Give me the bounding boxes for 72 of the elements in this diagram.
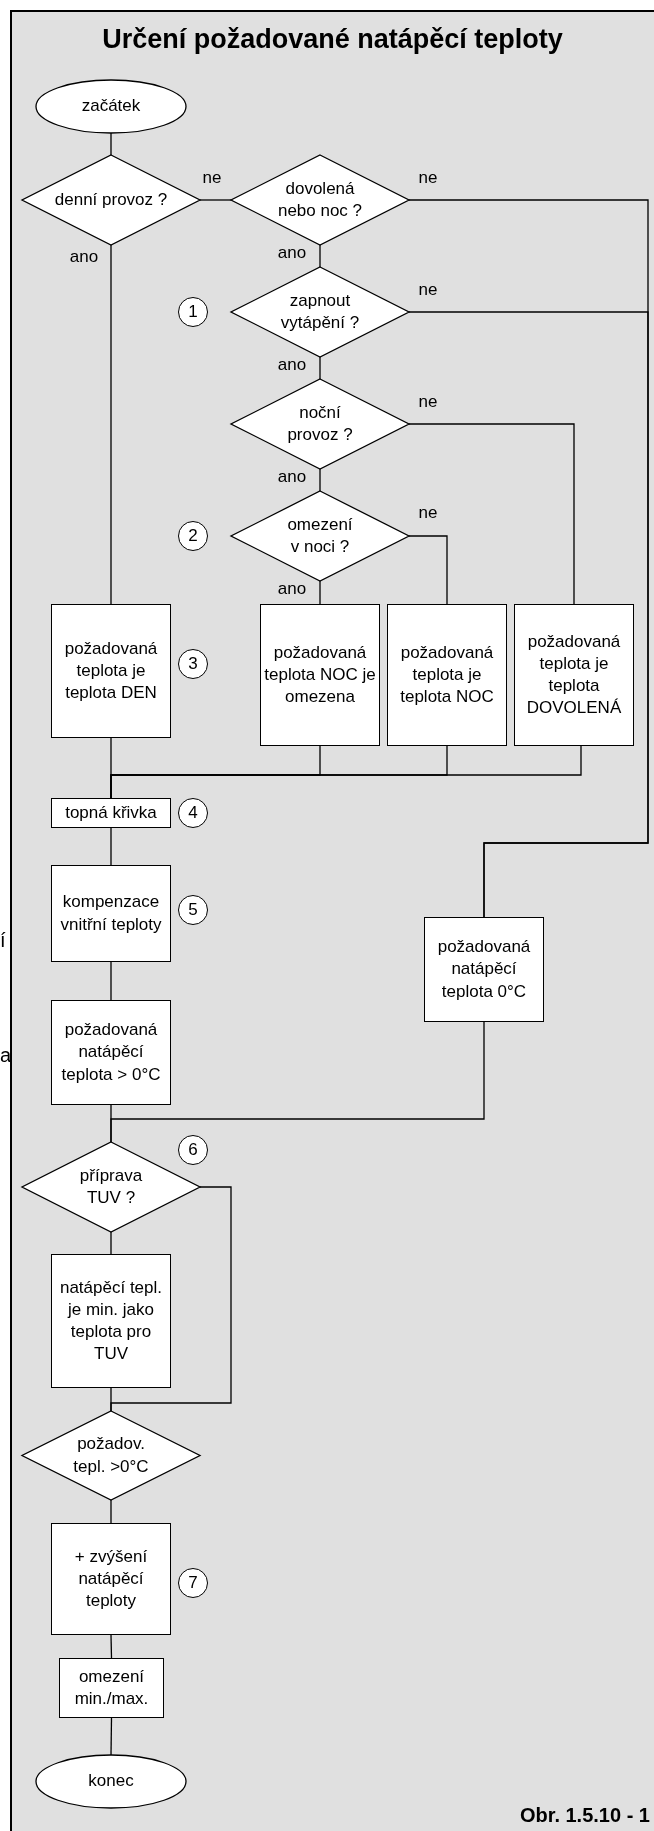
decision-diamond bbox=[231, 267, 409, 357]
connector-line bbox=[110, 1634, 113, 1659]
process-box bbox=[387, 604, 507, 746]
edge-label: ne bbox=[418, 168, 438, 188]
decision-diamond bbox=[231, 491, 409, 581]
connector-line bbox=[110, 827, 112, 866]
terminal-ellipse bbox=[36, 80, 186, 133]
decision-diamond bbox=[22, 1142, 200, 1232]
edge-label: ne bbox=[418, 280, 438, 300]
connector-line bbox=[110, 132, 112, 156]
decision-diamond bbox=[22, 155, 200, 245]
process-box bbox=[59, 1658, 164, 1718]
decision-diamond bbox=[22, 1411, 200, 1500]
process-box bbox=[424, 917, 544, 1022]
connector-line bbox=[110, 1021, 485, 1143]
connector-line bbox=[199, 199, 232, 201]
connector-line bbox=[319, 580, 321, 605]
process-box bbox=[51, 865, 171, 962]
process-text: topná křivka bbox=[65, 801, 157, 824]
decision-text: zapnout vytápění ? bbox=[279, 289, 361, 334]
process-box bbox=[51, 1000, 171, 1105]
process-text: požadovaná natápěcí teplota 0°C bbox=[436, 936, 532, 1003]
edge-label: ano bbox=[69, 247, 99, 267]
process-text: požadovaná teplota je teplota NOC bbox=[399, 641, 495, 709]
edge-label: ne bbox=[418, 503, 438, 523]
process-text: natápěcí tepl. je min. jako teplota pro TUV bbox=[58, 1276, 164, 1366]
connector-line bbox=[408, 535, 448, 605]
edge-label: ano bbox=[277, 355, 307, 375]
connector-line bbox=[110, 1387, 112, 1412]
edge-label: ne bbox=[202, 168, 222, 188]
edge-label: ano bbox=[277, 467, 307, 487]
terminal-ellipse bbox=[36, 1755, 186, 1808]
connector-line bbox=[110, 1717, 113, 1756]
process-text: požadovaná teplota je teplota DEN bbox=[63, 637, 159, 705]
terminal-text: konec bbox=[88, 1770, 134, 1793]
connector-line bbox=[110, 1231, 112, 1255]
process-text: omezení min./max. bbox=[73, 1665, 150, 1710]
process-text: kompenzace vnitřní teploty bbox=[59, 891, 163, 936]
figure-caption: Obr. 1.5.10 - 1 bbox=[519, 1803, 650, 1827]
terminal-text: začátek bbox=[81, 95, 141, 118]
decision-diamond bbox=[231, 379, 409, 469]
text-fragment: í bbox=[0, 928, 7, 952]
process-box bbox=[514, 604, 634, 746]
process-box bbox=[51, 798, 171, 828]
connector-line bbox=[110, 961, 112, 1001]
decision-text: omezení v noci ? bbox=[286, 513, 354, 558]
process-text: požadovaná natápěcí teplota > 0°C bbox=[60, 1019, 162, 1086]
connector-line bbox=[408, 423, 575, 605]
connector-line bbox=[110, 244, 112, 605]
process-box bbox=[260, 604, 380, 746]
edge-label: ano bbox=[277, 243, 307, 263]
diagram-title: Určení požadované natápěcí teploty bbox=[101, 23, 564, 56]
decision-text: požadov. tepl. >0°C bbox=[72, 1433, 150, 1478]
connector-line bbox=[319, 356, 321, 380]
edge-label: ano bbox=[277, 579, 307, 599]
process-box bbox=[51, 1254, 171, 1388]
connector-line bbox=[110, 1499, 112, 1524]
decision-diamond bbox=[231, 155, 409, 245]
process-text: požadovaná teplota NOC je omezena bbox=[264, 641, 376, 709]
edge-label: ne bbox=[418, 392, 438, 412]
process-box bbox=[51, 604, 171, 738]
decision-text: příprava TUV ? bbox=[78, 1164, 144, 1209]
connector-line bbox=[319, 244, 321, 268]
decision-text: noční provoz ? bbox=[286, 401, 354, 446]
decision-text: dovolená nebo noc ? bbox=[276, 177, 364, 222]
process-text: požadovaná teplota je teplota DOVOLENÁ bbox=[525, 630, 623, 720]
decision-text: denní provoz ? bbox=[54, 188, 168, 211]
connector-line bbox=[110, 745, 582, 799]
process-box bbox=[51, 1523, 171, 1635]
process-text: + zvýšení natápěcí teploty bbox=[73, 1545, 149, 1613]
connector-line bbox=[319, 468, 321, 492]
connector-line bbox=[408, 311, 649, 918]
